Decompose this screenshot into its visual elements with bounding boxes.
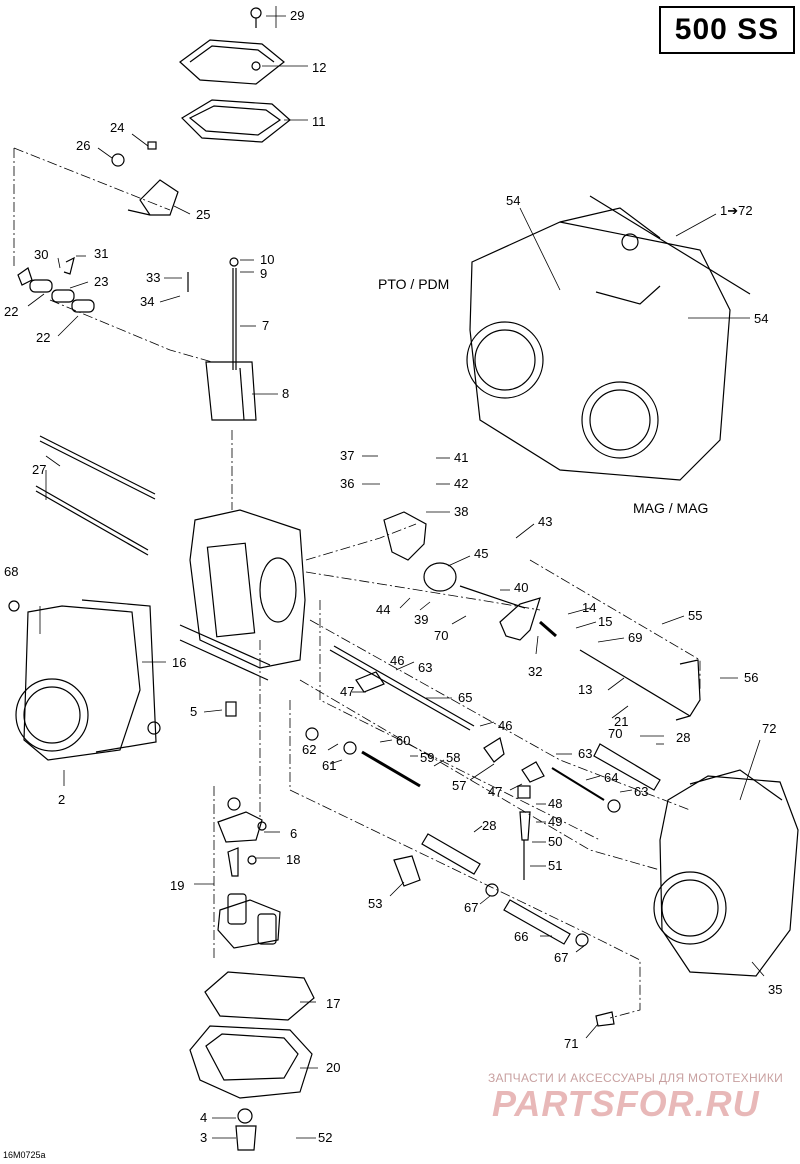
part-callout: 51	[548, 858, 562, 873]
carburetor-body	[189, 509, 306, 669]
part-callout: 63	[634, 784, 648, 799]
part-callout: 1➔72	[720, 203, 753, 218]
part-callout: 3	[200, 1130, 207, 1145]
part-callout: 33	[146, 270, 160, 285]
part-callout: 43	[538, 514, 552, 529]
part-callout: 26	[76, 138, 90, 153]
part-callout: 13	[578, 682, 592, 697]
part-callout: 30	[34, 247, 48, 262]
part-callout: 47	[340, 684, 354, 699]
part-callout: 62	[302, 742, 316, 757]
part-callout: 27	[32, 462, 46, 477]
part-callout: 34	[140, 294, 154, 309]
part-callout: 21	[614, 714, 628, 729]
bowl-gasket	[204, 971, 315, 1021]
part-callout: 2	[58, 792, 65, 807]
part-callout: 17	[326, 996, 340, 1011]
part-callout: 69	[628, 630, 642, 645]
watermark-tagline: ЗАПЧАСТИ И АКСЕССУАРЫ ДЛЯ МОТОТЕХНИКИ	[488, 1071, 784, 1085]
part-callout: 71	[564, 1036, 578, 1051]
part-callout: 22	[36, 330, 50, 345]
part-callout: 66	[514, 929, 528, 944]
part-callout: 25	[196, 207, 210, 222]
part-callout: 28	[482, 818, 496, 833]
part-callout: 32	[528, 664, 542, 679]
part-callout: 11	[312, 114, 326, 129]
part-callout: 53	[368, 896, 382, 911]
part-callout: 45	[474, 546, 488, 561]
part-callout: 67	[554, 950, 568, 965]
part-callout: 52	[318, 1130, 332, 1145]
part-callout: 23	[94, 274, 108, 289]
part-callout: 46	[498, 718, 512, 733]
part-callout: 56	[744, 670, 758, 685]
part-callout: 28	[676, 730, 690, 745]
intake-flange	[23, 605, 141, 761]
part-callout: 48	[548, 796, 562, 811]
part-callout: 68	[4, 564, 18, 579]
part-callout: 8	[282, 386, 289, 401]
part-callout: 31	[94, 246, 108, 261]
cover-gasket	[181, 99, 291, 143]
part-callout: 18	[286, 852, 300, 867]
part-callout: 29	[290, 8, 304, 23]
figure-ref: 16M0725a	[3, 1150, 46, 1160]
part-callout: 47	[488, 784, 502, 799]
part-callout: 59	[420, 750, 434, 765]
part-callout: 9	[260, 266, 267, 281]
part-callout: 19	[170, 878, 184, 893]
part-callout: 72	[762, 721, 776, 736]
part-callout: 46	[390, 653, 404, 668]
part-callout: 22	[4, 304, 18, 319]
part-callout: 40	[514, 580, 528, 595]
part-callout: 37	[340, 448, 354, 463]
part-callout: 61	[322, 758, 336, 773]
part-callout: 70	[434, 628, 448, 643]
part-callout: 36	[340, 476, 354, 491]
part-callout: 24	[110, 120, 124, 135]
part-callout: 55	[688, 608, 702, 623]
carburetor-assembly	[469, 221, 731, 481]
part-callout: 65	[458, 690, 472, 705]
part-callout: 60	[396, 733, 410, 748]
part-callout: 50	[548, 834, 562, 849]
part-callout: 42	[454, 476, 468, 491]
part-callout: 63	[578, 746, 592, 761]
part-callout: 20	[326, 1060, 340, 1075]
part-callout: 70	[608, 726, 622, 741]
part-callout: 41	[454, 450, 468, 465]
part-callout: 63	[418, 660, 432, 675]
part-callout: 57	[452, 778, 466, 793]
part-callout: 16	[172, 655, 186, 670]
part-callout: 35	[768, 982, 782, 997]
part-callout: 14	[582, 600, 596, 615]
part-callout: 10	[260, 252, 274, 267]
top-cover	[179, 39, 285, 85]
part-callout: 4	[200, 1110, 207, 1125]
carburetor-assembly-right	[659, 775, 799, 977]
part-callout: 7	[262, 318, 269, 333]
watermark-logo: PARTSFOR.RU	[492, 1083, 760, 1124]
part-callout: 44	[376, 602, 390, 617]
part-callout: 64	[604, 770, 618, 785]
float-bowl	[189, 1025, 313, 1099]
part-callout: 49	[548, 814, 562, 829]
part-callout: 15	[598, 614, 612, 629]
part-callout: 67	[464, 900, 478, 915]
part-callout: 38	[454, 504, 468, 519]
part-callout: 12	[312, 60, 326, 75]
part-callout: 6	[290, 826, 297, 841]
part-callout: 5	[190, 704, 197, 719]
part-callout: 54	[754, 311, 768, 326]
part-callout: 54	[506, 193, 520, 208]
mag-label: MAG / MAG	[633, 500, 709, 516]
part-callout: 58	[446, 750, 460, 765]
pto-label: PTO / PDM	[378, 276, 450, 292]
part-callout: 39	[414, 612, 428, 627]
model-title: 500 SS	[659, 6, 795, 54]
